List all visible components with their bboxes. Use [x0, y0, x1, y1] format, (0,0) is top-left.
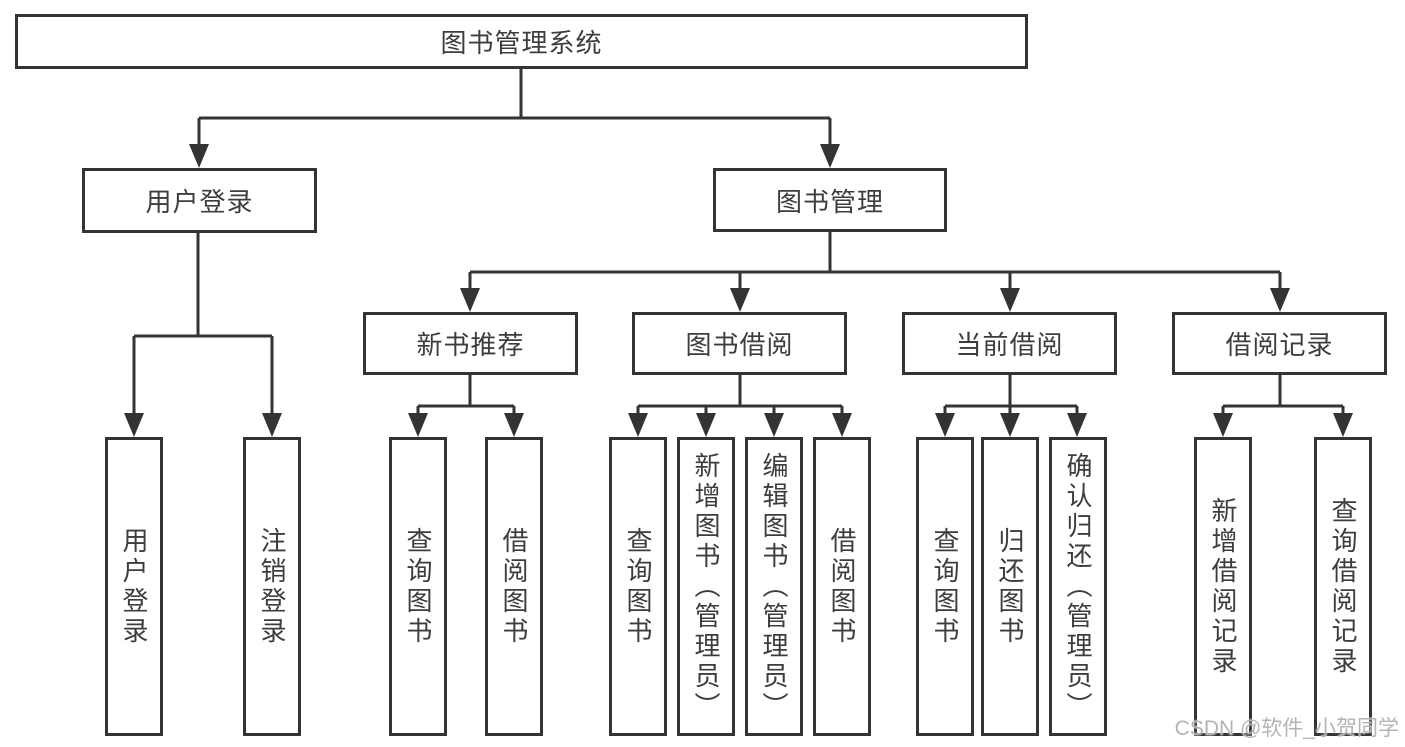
node-label: 用户登录 — [119, 526, 149, 647]
leaf-query-books-borrow: 查询图书 — [609, 437, 667, 736]
node-label: 图书借阅 — [685, 330, 794, 360]
leaf-logout: 注销登录 — [243, 437, 301, 736]
node-label: 注销登录 — [257, 526, 287, 647]
node-label: 查询借阅记录 — [1328, 496, 1358, 677]
node-label: 确认归还（管理员） — [1063, 451, 1093, 722]
leaf-add-books-admin: 新增图书（管理员） — [677, 437, 735, 736]
node-current-borrowing: 当前借阅 — [902, 312, 1117, 375]
leaf-borrow-books-recommend: 借阅图书 — [485, 437, 543, 736]
node-user-login: 用户登录 — [82, 168, 317, 233]
leaf-confirm-return-admin: 确认归还（管理员） — [1049, 437, 1107, 736]
node-label: 用户登录 — [145, 187, 254, 217]
node-label: 编辑图书（管理员） — [759, 451, 789, 722]
node-library-management-system: 图书管理系统 — [15, 14, 1028, 69]
node-label: 查询图书 — [930, 526, 960, 647]
node-label: 新书推荐 — [416, 330, 525, 360]
node-label: 借阅记录 — [1225, 330, 1334, 360]
csdn-watermark: CSDN @软件_小贺同学 — [1174, 717, 1399, 740]
leaf-return-books: 归还图书 — [981, 437, 1039, 736]
node-label: 新增图书（管理员） — [691, 451, 721, 722]
node-label: 借阅图书 — [499, 526, 529, 647]
node-label: 当前借阅 — [955, 330, 1064, 360]
node-label: 新增借阅记录 — [1208, 496, 1238, 677]
arrowhead-icons — [124, 144, 1353, 437]
node-new-book-recommendation: 新书推荐 — [363, 312, 578, 375]
node-label: 归还图书 — [995, 526, 1025, 647]
node-label: 图书管理 — [775, 186, 884, 217]
node-label: 图书管理系统 — [440, 28, 603, 58]
node-label: 查询图书 — [623, 526, 653, 647]
leaf-edit-books-admin: 编辑图书（管理员） — [745, 437, 803, 736]
leaf-query-books-recommend: 查询图书 — [389, 437, 447, 736]
node-borrowing-records: 借阅记录 — [1172, 312, 1387, 375]
leaf-query-books-current: 查询图书 — [916, 437, 974, 736]
node-book-borrowing: 图书借阅 — [632, 312, 847, 375]
node-book-management: 图书管理 — [713, 168, 947, 232]
node-label: 查询图书 — [403, 526, 433, 647]
leaf-user-login: 用户登录 — [105, 437, 163, 736]
leaf-add-borrow-record: 新增借阅记录 — [1194, 437, 1252, 736]
node-label: 借阅图书 — [827, 526, 857, 647]
leaf-borrow-books: 借阅图书 — [813, 437, 871, 736]
leaf-query-borrow-record: 查询借阅记录 — [1314, 437, 1372, 736]
